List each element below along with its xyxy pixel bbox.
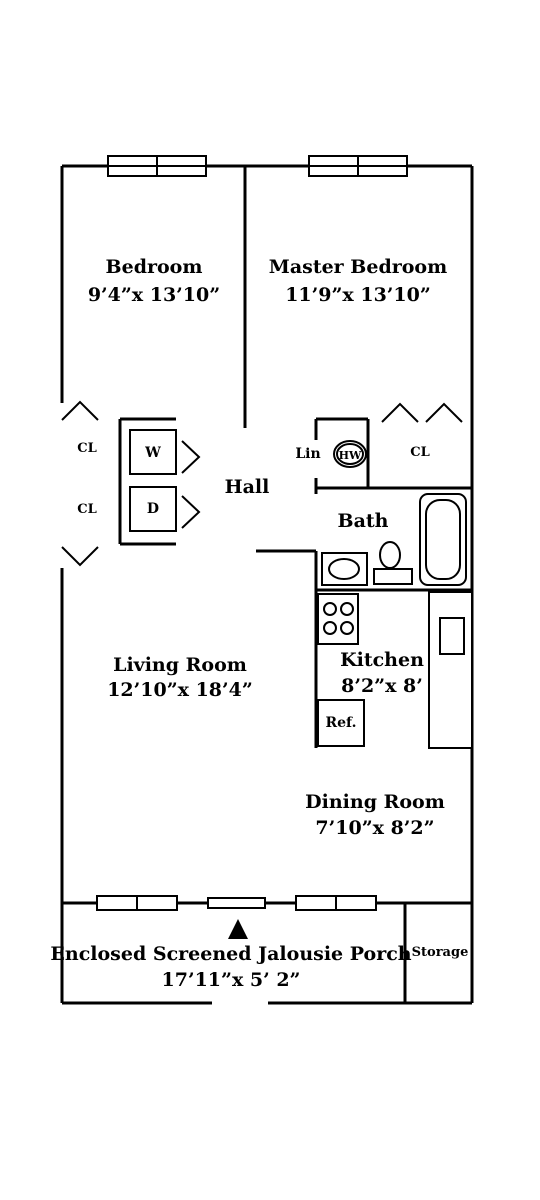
windows [96, 155, 408, 911]
kitchen-sink [439, 617, 465, 655]
dryer-label: D [147, 501, 159, 517]
living-room-name: Living Room [113, 654, 247, 676]
washer [129, 429, 177, 475]
window-bedroom [107, 155, 207, 177]
bathtub [419, 493, 467, 586]
kitchen-name: Kitchen [340, 649, 424, 671]
refrigerator-label: Ref. [326, 715, 357, 731]
bedroom-size: 9’4”x 13’10” [88, 284, 220, 306]
water-heater [333, 440, 367, 468]
interior-walls [118, 166, 472, 1003]
window-porch-center [207, 897, 266, 909]
window-master-bedroom [308, 155, 408, 177]
closet-left-top-label: CL [77, 441, 97, 456]
water-heater-inner [336, 443, 364, 465]
window-porch-right [295, 895, 377, 911]
entry-arrow-icon [228, 919, 248, 939]
master-bedroom-size: 11’9”x 13’10” [285, 284, 431, 306]
kitchen-size: 8’2”x 8’ [341, 675, 423, 697]
washer-label: W [144, 445, 161, 461]
master-bedroom-name: Master Bedroom [269, 256, 447, 278]
dining-room-name: Dining Room [305, 791, 445, 813]
hall-label: Hall [225, 476, 270, 498]
bath-sink [321, 552, 368, 586]
closet-master-label: CL [410, 445, 430, 460]
toilet [373, 541, 413, 585]
closet-left-bottom-label: CL [77, 502, 97, 517]
bath-label: Bath [338, 510, 389, 532]
porch-name: Enclosed Screened Jalousie Porch [50, 943, 411, 965]
storage-label: Storage [412, 945, 469, 960]
water-heater-label: HW [339, 449, 362, 462]
porch-size: 17’11”x 5’ 2” [162, 969, 301, 991]
kitchen-counter [428, 591, 473, 749]
living-room-size: 12’10”x 18’4” [107, 679, 253, 701]
linen-label: Lin [295, 446, 320, 462]
bedroom-name: Bedroom [106, 256, 203, 278]
dining-room-size: 7’10”x 8’2” [315, 817, 434, 839]
refrigerator [317, 699, 365, 747]
stove [317, 593, 359, 645]
dryer [129, 486, 177, 532]
window-porch-left [96, 895, 178, 911]
closet-doors [61, 400, 463, 567]
